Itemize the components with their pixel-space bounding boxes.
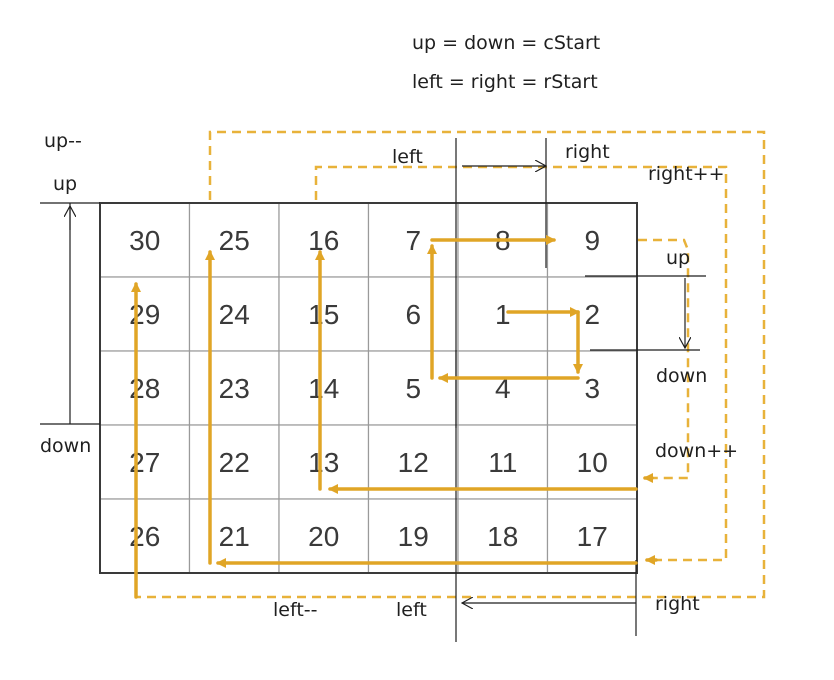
grid-cell: [188, 276, 280, 352]
grid-cell: [367, 424, 459, 500]
grid-cell: [367, 350, 459, 426]
grid-cell: [99, 424, 191, 500]
grid-cell: [367, 498, 459, 574]
grid-cell-number: 11: [488, 447, 517, 478]
spiral-path: [131, 235, 658, 599]
grid-cell: [188, 350, 280, 426]
grid-cell: [457, 424, 549, 500]
grid-cell-number: 21: [219, 521, 250, 552]
grid-cell-number: 29: [129, 299, 160, 330]
grid-cell: [546, 424, 638, 500]
grid-cell-number: 13: [308, 447, 339, 478]
grid-cell-number: 30: [129, 225, 160, 256]
grid-cell-number: 27: [129, 447, 160, 478]
header-line-2: left = right = rStart: [412, 71, 598, 93]
right-dashed-return: [638, 238, 690, 480]
label-right-top: right: [565, 141, 610, 163]
header-line-1: up = down = cStart: [412, 32, 600, 54]
grid-cell-number: 17: [577, 521, 608, 552]
grid-cell-number: 9: [584, 225, 600, 256]
label-down-left: down: [40, 435, 91, 457]
grid-cell: [457, 350, 549, 426]
grid-cell-number: 4: [495, 373, 511, 404]
grid-cell-number: 6: [405, 299, 421, 330]
grid-cell: [99, 276, 191, 352]
label-up-left: up: [53, 173, 77, 195]
grid-cell-number: 12: [398, 447, 429, 478]
grid-cell: [278, 350, 370, 426]
label-up-right: up: [666, 247, 690, 269]
grid-cell: [546, 350, 638, 426]
range-markers: [40, 138, 706, 642]
grid-cell-number: 20: [308, 521, 339, 552]
grid-cell-number: 14: [308, 373, 339, 404]
grid-cell-number: 24: [219, 299, 250, 330]
grid-cell: [188, 424, 280, 500]
label-left-bottom: left: [396, 599, 427, 621]
grid-cell-number: 22: [219, 447, 250, 478]
grid-cell-number: 26: [129, 521, 160, 552]
grid-cell-number: 1: [495, 299, 511, 330]
grid-cell-number: 2: [584, 299, 600, 330]
grid-cell-number: 28: [129, 373, 160, 404]
grid-cell-number: 23: [219, 373, 250, 404]
grid-cell: [278, 276, 370, 352]
label-left-dec: left--: [273, 599, 318, 621]
grid-cell: [188, 498, 280, 574]
label-right-inc: right++: [648, 163, 724, 185]
inner-dashed-loop: [314, 165, 728, 562]
grid-cell-number: 10: [577, 447, 608, 478]
grid-cell-number: 18: [487, 521, 518, 552]
grid-cell: [457, 498, 549, 574]
grid-cell-number: 25: [219, 225, 250, 256]
grid-cell-number: 7: [405, 225, 421, 256]
grid-cell: [99, 350, 191, 426]
label-right-bottom: right: [655, 593, 700, 615]
grid-cell-number: 19: [398, 521, 429, 552]
grid-cell-number: 5: [405, 373, 421, 404]
label-up-minus: up--: [44, 130, 82, 152]
grid-cell: [367, 276, 459, 352]
grid-cell: [278, 498, 370, 574]
grid-cell-number: 16: [308, 225, 339, 256]
dashed-boundary-paths: [134, 130, 766, 599]
grid-cell-number: 3: [584, 373, 600, 404]
grid-border: [99, 202, 638, 574]
grid-cell: [546, 276, 638, 352]
label-down-inc: down++: [655, 440, 738, 462]
label-down-right: down: [656, 365, 707, 387]
grid-cell: [188, 202, 280, 278]
grid-cell-number: 15: [308, 299, 339, 330]
label-left-top: left: [392, 146, 423, 168]
